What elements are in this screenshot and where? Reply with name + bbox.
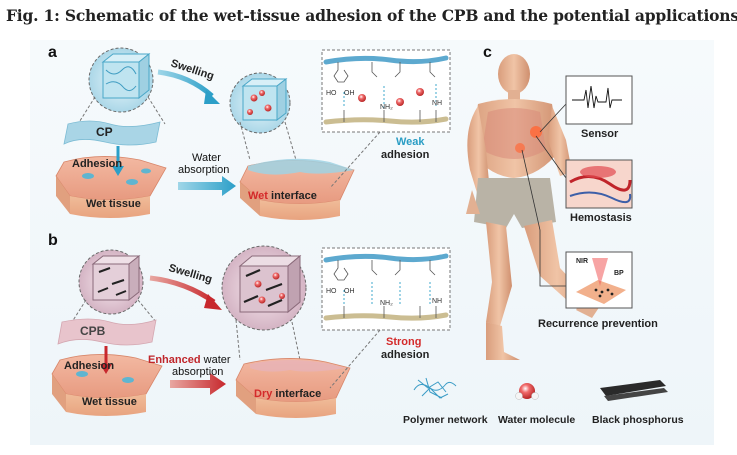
adhesion-result-b: adhesion bbox=[381, 349, 430, 361]
black-phosphorus-icon bbox=[600, 380, 668, 401]
cpb-film bbox=[57, 318, 157, 346]
legend-polymer-label: Polymer network bbox=[403, 414, 488, 426]
weak-label: Weak bbox=[396, 136, 425, 148]
cp-label: CP bbox=[96, 125, 113, 139]
wet-tissue-label-a: Wet tissue bbox=[86, 198, 141, 210]
sensor-label: Sensor bbox=[581, 128, 619, 140]
dry-word: Dry bbox=[254, 388, 273, 400]
panel-a-artwork bbox=[55, 47, 451, 220]
panel-letter-c: c bbox=[483, 44, 492, 61]
strong-label: Strong bbox=[386, 336, 422, 348]
chem-oh-b: OH bbox=[344, 288, 355, 295]
legend-bp-label: Black phosphorus bbox=[592, 414, 684, 426]
chem-nh2-b: NH₂ bbox=[380, 300, 393, 307]
chem-nh2-a: NH₂ bbox=[380, 104, 393, 111]
wet-interface-label: Wet interface bbox=[248, 190, 317, 202]
adhesion-result-a: adhesion bbox=[381, 149, 430, 161]
interface-word-b: interface bbox=[272, 388, 322, 400]
panel-b-artwork bbox=[51, 245, 451, 418]
absorption-label-b: absorption bbox=[172, 366, 224, 378]
bp-label: BP bbox=[614, 270, 624, 277]
panel-c-artwork bbox=[466, 54, 633, 360]
hemostasis-label: Hemostasis bbox=[570, 212, 632, 224]
adhesion-label-b: Adhesion bbox=[64, 360, 115, 372]
figure-title: Fig. 1: Schematic of the wet-tissue adhe… bbox=[6, 6, 737, 25]
chem-nh-a: NH bbox=[432, 100, 443, 107]
panel-letter-a: a bbox=[48, 44, 57, 61]
recurrence-label: Recurrence prevention bbox=[538, 318, 658, 330]
runner-figure bbox=[466, 54, 600, 360]
enhanced-word: Enhanced bbox=[148, 354, 201, 366]
wet-tissue-label-b: Wet tissue bbox=[82, 396, 137, 408]
cp-cube bbox=[102, 61, 140, 99]
water-molecule-icon bbox=[515, 383, 539, 400]
nir-label: NIR bbox=[576, 258, 589, 265]
cp-film bbox=[63, 120, 161, 146]
polymer-network-icon bbox=[413, 377, 457, 399]
panel-letter-b: b bbox=[48, 232, 58, 249]
chem-ho-a: HO bbox=[326, 90, 337, 97]
water-label: Water bbox=[192, 152, 221, 164]
water-word-b: water bbox=[200, 354, 231, 366]
absorption-label-a: absorption bbox=[178, 164, 230, 176]
sensor-spot bbox=[530, 126, 542, 138]
chem-ho-b: HO bbox=[326, 288, 337, 295]
cpb-label: CPB bbox=[80, 324, 106, 338]
enhanced-label: Enhanced water bbox=[148, 354, 231, 366]
chem-oh-a: OH bbox=[344, 90, 355, 97]
legend-artwork bbox=[413, 377, 668, 401]
adhesion-label-a: Adhesion bbox=[72, 158, 123, 170]
legend-water-label: Water molecule bbox=[498, 414, 576, 426]
wet-word: Wet bbox=[248, 190, 268, 202]
chem-nh-b: NH bbox=[432, 298, 443, 305]
interface-word-a: interface bbox=[267, 190, 317, 202]
dry-interface-label: Dry interface bbox=[254, 388, 321, 400]
